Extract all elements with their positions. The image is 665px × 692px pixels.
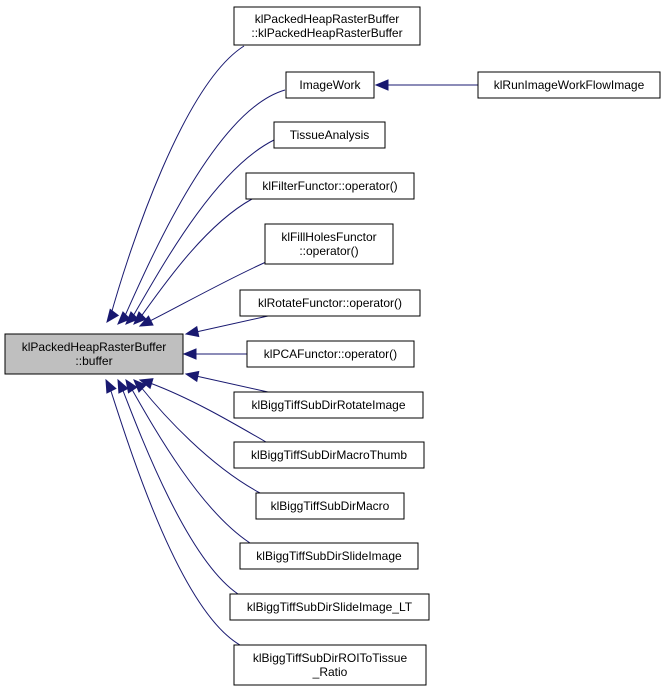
node-label: klPackedHeapRasterBuffer (22, 340, 167, 354)
node-n2[interactable]: ImageWork (285, 71, 375, 99)
arrowhead (138, 315, 154, 327)
edge-line (147, 261, 267, 323)
edge-n5-root (133, 198, 253, 325)
node-label: _Ratio (312, 665, 348, 679)
node-label: ImageWork (299, 78, 361, 92)
arrowhead (182, 348, 197, 360)
node-n5[interactable]: klFilterFunctor::operator() (245, 172, 415, 200)
edge-line (195, 375, 269, 393)
node-label: klBiggTiffSubDirMacro (271, 499, 390, 513)
edges (105, 45, 478, 646)
edge-line (121, 387, 239, 595)
edge-line (123, 89, 286, 319)
edge-line (139, 198, 253, 319)
edge-line (149, 382, 267, 443)
node-box (273, 121, 386, 149)
edge-line (131, 139, 275, 319)
edge-n9-root (184, 370, 269, 393)
edge-n1-root (106, 45, 245, 324)
node-n14[interactable]: klBiggTiffSubDirROIToTissue_Ratio (233, 644, 427, 686)
node-n13[interactable]: klBiggTiffSubDirSlideImage_LT (229, 593, 430, 621)
arrowhead (374, 79, 389, 91)
node-label: ::buffer (75, 354, 112, 368)
nodes: klPackedHeapRasterBuffer::bufferklPacked… (4, 6, 661, 686)
node-box (255, 492, 405, 520)
arrowhead (117, 378, 129, 394)
node-label: klBiggTiffSubDirSlideImage_LT (247, 600, 413, 614)
node-label: klBiggTiffSubDirROIToTissue (253, 651, 408, 665)
node-box (285, 71, 375, 99)
node-box (4, 333, 184, 375)
node-label: klBiggTiffSubDirSlideImage (256, 549, 402, 563)
node-label: klRunImageWorkFlowImage (494, 78, 645, 92)
node-n12[interactable]: klBiggTiffSubDirSlideImage (239, 542, 419, 570)
arrowhead (184, 370, 200, 383)
node-label: klPCAFunctor::operator() (264, 347, 397, 361)
node-n10[interactable]: klBiggTiffSubDirMacroThumb (233, 441, 425, 469)
node-box (239, 542, 419, 570)
edge-line (129, 385, 251, 544)
node-n6[interactable]: klFillHolesFunctor::operator() (264, 223, 394, 265)
node-label: klPackedHeapRasterBuffer (255, 12, 400, 26)
edge-n2-root (117, 89, 286, 325)
node-n9[interactable]: klBiggTiffSubDirRotateImage (233, 391, 424, 419)
node-n8[interactable]: klPCAFunctor::operator() (246, 340, 415, 368)
node-n7[interactable]: klRotateFunctor::operator() (239, 289, 421, 317)
edge-line (109, 45, 245, 319)
edge-n8-root (182, 348, 247, 360)
node-n1[interactable]: klPackedHeapRasterBuffer::klPackedHeapRa… (233, 6, 421, 46)
node-label: klFilterFunctor::operator() (262, 179, 397, 193)
node-box (239, 289, 421, 317)
root-node: klPackedHeapRasterBuffer::buffer (4, 333, 184, 375)
edge-n10-root (138, 378, 267, 443)
edge-n4-root (125, 139, 275, 325)
node-label: klBiggTiffSubDirMacroThumb (251, 448, 407, 462)
node-n4[interactable]: TissueAnalysis (273, 121, 386, 149)
node-label: ::klPackedHeapRasterBuffer (251, 26, 402, 40)
arrowhead (125, 311, 139, 325)
arrowhead (184, 325, 200, 338)
arrowhead (125, 378, 138, 394)
edge-line (195, 315, 269, 333)
edge-n11-root (133, 379, 261, 494)
node-box (233, 6, 421, 46)
node-box (233, 391, 424, 419)
node-label: TissueAnalysis (290, 128, 370, 142)
node-label: klFillHolesFunctor (281, 230, 376, 244)
arrowhead (117, 311, 131, 325)
node-box (477, 71, 661, 99)
node-label: klRotateFunctor::operator() (258, 296, 402, 310)
edge-n6-root (138, 261, 267, 327)
edge-n7-root (184, 315, 269, 338)
arrowhead (105, 378, 117, 394)
arrowhead (106, 308, 120, 324)
node-box (233, 644, 427, 686)
node-label: ::operator() (299, 244, 358, 258)
node-box (245, 172, 415, 200)
edge-line (139, 385, 261, 494)
arrowhead (133, 379, 147, 393)
edge-n13-root (117, 378, 239, 595)
edge-n14-root (105, 378, 241, 646)
edge-n12-root (125, 378, 251, 544)
node-label: klBiggTiffSubDirRotateImage (251, 398, 405, 412)
node-box (233, 441, 425, 469)
node-box (246, 340, 415, 368)
edge-line (109, 387, 241, 646)
node-n3[interactable]: klRunImageWorkFlowImage (477, 71, 661, 99)
edge-n3-n2 (374, 79, 478, 91)
arrowhead (133, 311, 147, 325)
node-box (229, 593, 430, 621)
node-n11[interactable]: klBiggTiffSubDirMacro (255, 492, 405, 520)
node-box (264, 223, 394, 265)
